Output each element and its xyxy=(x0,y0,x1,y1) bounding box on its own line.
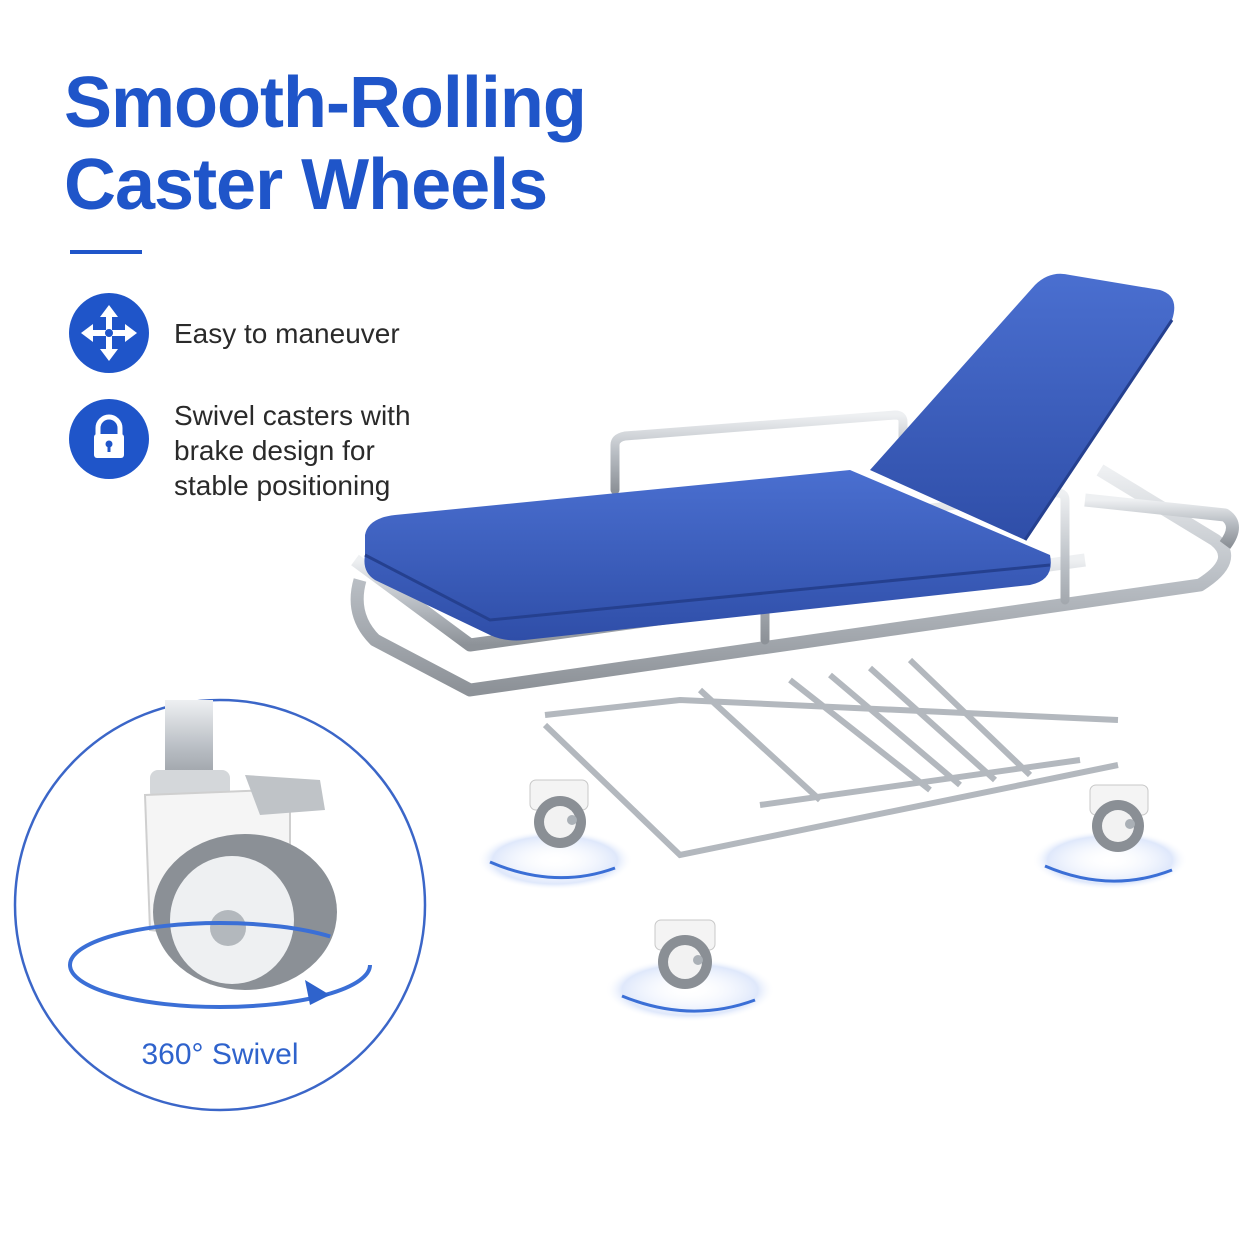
move-arrows-icon xyxy=(69,293,149,373)
feature-text: Easy to maneuver xyxy=(174,318,400,349)
swivel-label: 360° Swivel xyxy=(141,1038,299,1071)
caster-wheel-front xyxy=(654,919,716,989)
headline-line-1: Smooth-Rolling xyxy=(64,63,587,143)
swivel-ring-right xyxy=(1032,830,1188,890)
lock-icon xyxy=(69,399,149,479)
feature-text: Swivel casters with brake design for sta… xyxy=(174,400,411,501)
caster-wheel-left xyxy=(529,779,589,848)
headline-divider xyxy=(70,250,142,254)
feature-brake: Swivel casters with brake design for sta… xyxy=(68,398,411,503)
wheel-zoom-callout xyxy=(13,698,427,1112)
stretcher-mattress xyxy=(364,273,1175,641)
lower-basket xyxy=(542,657,1119,859)
swivel-ring-left xyxy=(477,830,633,890)
caster-wheel-right xyxy=(1089,784,1149,852)
swivel-ring-front xyxy=(605,958,775,1022)
feature-maneuver: Easy to maneuver xyxy=(68,292,400,374)
headline: Smooth-Rolling Caster Wheels xyxy=(64,62,587,226)
headline-line-2: Caster Wheels xyxy=(64,145,548,225)
